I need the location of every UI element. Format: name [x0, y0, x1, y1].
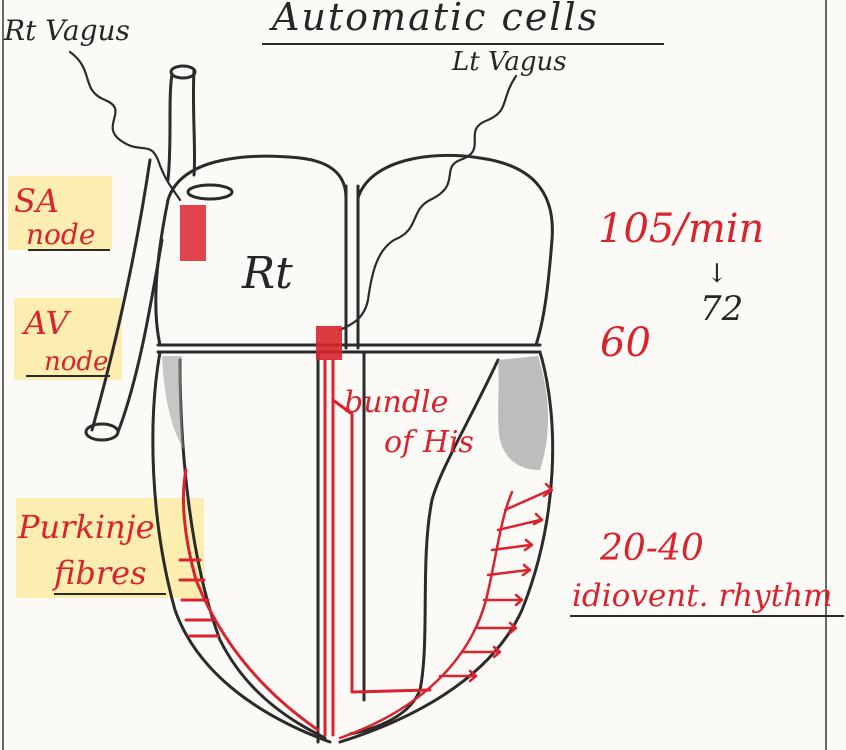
lt-ventricle-wall-shading: [498, 356, 548, 470]
sa-node-label-line1: SA: [14, 182, 59, 220]
rt-chamber-label: Rt: [241, 248, 293, 299]
sa-rate-arrow: ↓: [706, 259, 728, 289]
sa-vagal-rate-label: 72: [700, 289, 743, 329]
bundle-of-his-label-line1: bundle: [344, 385, 448, 420]
purkinje-label-line1: Purkinje: [17, 508, 155, 546]
sa-node-marker: [180, 205, 206, 261]
av-node-marker: [316, 326, 342, 360]
purkinje-rhythm-label: idiovent. rhythm: [572, 578, 832, 614]
purkinje-label-line2: fibres: [52, 554, 146, 592]
rt-ventricle-wall-shading: [162, 356, 184, 450]
av-node-label-line2: node: [44, 347, 108, 377]
sa-rate-label: 105/min: [598, 206, 764, 252]
purkinje-rate-label: 20-40: [599, 528, 704, 569]
sa-node-label-line2: node: [26, 218, 95, 251]
lt-vagus-nerve: [340, 76, 516, 330]
av-node-label-line1: AV: [21, 304, 72, 342]
rt-vagus-label: Rt Vagus: [3, 14, 130, 47]
diagram-title: Automatic cells: [269, 0, 599, 39]
lt-vagus-label: Lt Vagus: [451, 47, 567, 77]
av-rate-label: 60: [600, 320, 651, 366]
bundle-of-his-label-line2: of His: [384, 425, 474, 460]
